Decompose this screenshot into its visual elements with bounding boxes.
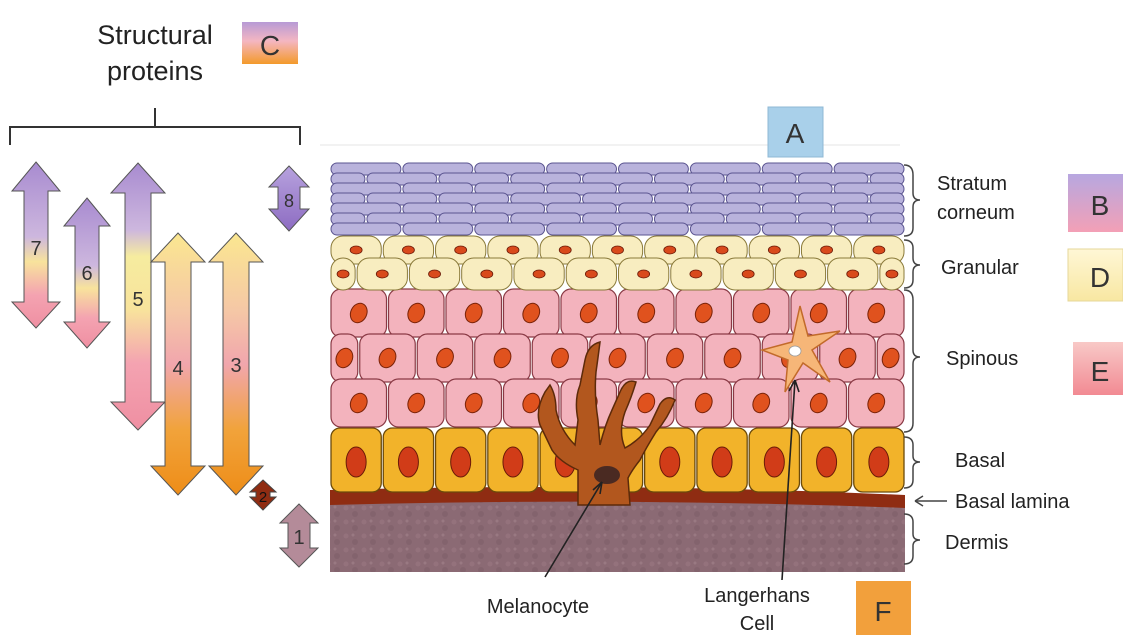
spinous-brace bbox=[904, 290, 920, 432]
arrow-1: 1 bbox=[280, 504, 318, 567]
arrow-6-label: 6 bbox=[81, 263, 92, 285]
basal-nucleus bbox=[764, 447, 784, 477]
granular-nucleus bbox=[742, 270, 754, 278]
label-stratum: Stratum bbox=[937, 173, 1007, 195]
label-dermis: Dermis bbox=[945, 532, 1008, 554]
label-spinous: Spinous bbox=[946, 348, 1018, 370]
corneum-cell bbox=[619, 223, 689, 235]
arrow-3-label: 3 bbox=[230, 355, 241, 377]
granular-nucleus bbox=[847, 270, 859, 278]
label-langerhans-line2: Cell bbox=[740, 613, 774, 635]
box-A-label: A bbox=[786, 118, 805, 149]
granular-nucleus bbox=[481, 270, 493, 278]
box-F-label: F bbox=[874, 596, 891, 627]
label-basal: Basal bbox=[955, 450, 1005, 472]
box-F: F bbox=[856, 581, 911, 635]
corneum-cell bbox=[331, 223, 401, 235]
granular-nucleus bbox=[533, 270, 545, 278]
granular-nucleus bbox=[794, 270, 806, 278]
granular-nucleus bbox=[337, 270, 349, 278]
granular-nucleus bbox=[559, 246, 571, 254]
label-melanocyte: Melanocyte bbox=[487, 596, 589, 618]
arrow-7-label: 7 bbox=[30, 238, 41, 260]
box-D: D bbox=[1068, 249, 1123, 301]
arrow-3: 3 bbox=[209, 233, 263, 495]
label-corneum: corneum bbox=[937, 202, 1015, 224]
basal-nucleus bbox=[869, 447, 889, 477]
dermis-brace bbox=[904, 514, 920, 564]
arrow-1-label: 1 bbox=[293, 527, 304, 549]
label-basal-lamina: Basal lamina bbox=[955, 491, 1070, 513]
corneum-cell bbox=[547, 223, 617, 235]
corneum-cell bbox=[690, 223, 760, 235]
arrow-6: 6 bbox=[64, 198, 110, 348]
granular-nucleus bbox=[768, 246, 780, 254]
basal-nucleus bbox=[817, 447, 837, 477]
granular-nucleus bbox=[716, 246, 728, 254]
granular-nucleus bbox=[429, 270, 441, 278]
arrow-2: 2 bbox=[250, 480, 276, 510]
box-C-label: C bbox=[260, 30, 280, 61]
granular-nucleus bbox=[664, 246, 676, 254]
granular-nucleus bbox=[455, 246, 467, 254]
structural-proteins-title-line2: proteins bbox=[107, 56, 203, 86]
box-E: E bbox=[1073, 342, 1123, 395]
corneum-cell bbox=[475, 223, 545, 235]
granular-nucleus bbox=[612, 246, 624, 254]
granular-nucleus bbox=[886, 270, 898, 278]
corneum-cell bbox=[403, 223, 473, 235]
granular-layer bbox=[331, 236, 904, 290]
basal-nucleus bbox=[451, 447, 471, 477]
basal-nucleus bbox=[398, 447, 418, 477]
granular-nucleus bbox=[402, 246, 414, 254]
granular-nucleus bbox=[376, 270, 388, 278]
box-E-label: E bbox=[1091, 356, 1110, 387]
arrow-7: 7 bbox=[12, 162, 60, 328]
basal-nucleus bbox=[503, 447, 523, 477]
label-langerhans-line1: Langerhans bbox=[704, 585, 810, 607]
granular-nucleus bbox=[638, 270, 650, 278]
arrow-2-label: 2 bbox=[259, 489, 267, 506]
box-B: B bbox=[1068, 174, 1123, 232]
dermis-layer bbox=[330, 499, 905, 572]
box-A: A bbox=[768, 107, 823, 157]
arrow-8: 8 bbox=[269, 166, 309, 231]
corneum-cell bbox=[834, 223, 904, 235]
granular-nucleus bbox=[350, 246, 362, 254]
arrow-5-label: 5 bbox=[132, 289, 143, 311]
corneum-cell bbox=[762, 223, 832, 235]
label-granular: Granular bbox=[941, 257, 1019, 279]
box-D-label: D bbox=[1090, 262, 1110, 293]
granular-brace bbox=[904, 240, 920, 288]
arrow-5: 5 bbox=[111, 163, 165, 430]
skin-tissue bbox=[330, 163, 905, 572]
granular-nucleus bbox=[873, 246, 885, 254]
granular-nucleus bbox=[690, 270, 702, 278]
stratum-corneum-layer bbox=[331, 163, 904, 235]
basal-nucleus bbox=[346, 447, 366, 477]
granular-nucleus bbox=[585, 270, 597, 278]
basal-nucleus bbox=[660, 447, 680, 477]
granular-nucleus bbox=[821, 246, 833, 254]
box-C: C bbox=[242, 22, 298, 64]
proteins-bracket bbox=[10, 108, 300, 145]
arrow-8-label: 8 bbox=[284, 191, 294, 211]
structural-proteins-title-line1: Structural bbox=[97, 20, 213, 50]
granular-nucleus bbox=[507, 246, 519, 254]
box-B-label: B bbox=[1091, 190, 1110, 221]
basal-brace bbox=[904, 437, 920, 488]
corneum-brace bbox=[904, 165, 920, 236]
arrow-4-label: 4 bbox=[172, 358, 183, 380]
arrow-4: 4 bbox=[151, 233, 205, 495]
basal-nucleus bbox=[712, 447, 732, 477]
